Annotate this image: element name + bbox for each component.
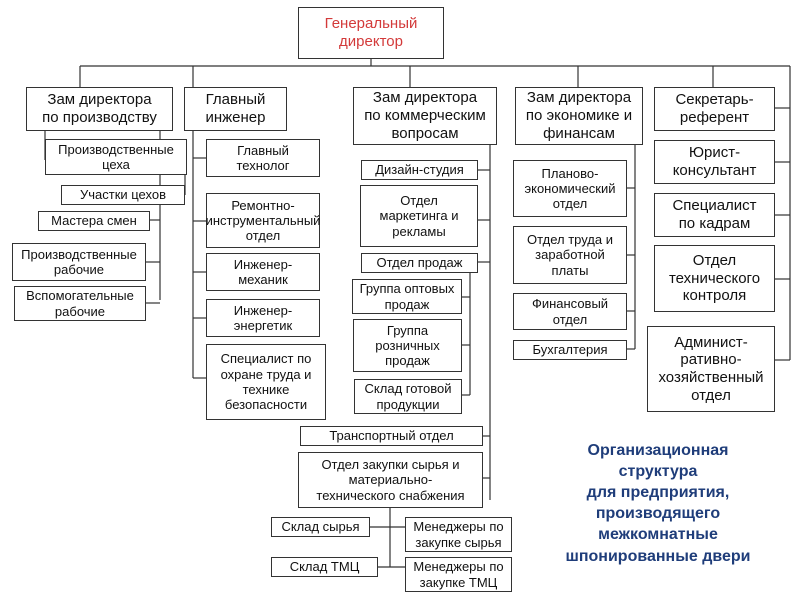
procurement-dept-box: Отдел закупки сырья и материально- техни… — [298, 452, 483, 508]
legal-consultant-box: Юрист- консультант — [654, 140, 775, 184]
power-engineer-box: Инженер- энергетик — [206, 299, 320, 337]
auxiliary-workers-box: Вспомогательные рабочие — [14, 286, 146, 321]
retail-group-box: Группа розничных продаж — [353, 319, 462, 372]
production-workers-box: Производственные рабочие — [12, 243, 146, 281]
labor-wages-dept-box: Отдел труда и заработной платы — [513, 226, 627, 284]
general-director-box: Генеральный директор — [298, 7, 444, 59]
production-shops-box: Производственные цеха — [45, 139, 187, 175]
diagram-caption: Организационная структура для предприяти… — [565, 442, 751, 565]
quality-control-dept-box: Отдел технического контроля — [654, 245, 775, 312]
chief-engineer-box: Главный инженер — [184, 87, 287, 131]
hr-specialist-box: Специалист по кадрам — [654, 193, 775, 237]
tmc-purchase-managers-box: Менеджеры по закупке ТМЦ — [405, 557, 512, 592]
repair-tool-dept-box: Ремонтно- инструментальный отдел — [206, 193, 320, 248]
safety-specialist-box: Специалист по охране труда и технике без… — [206, 344, 326, 420]
mechanical-engineer-box: Инженер- механик — [206, 253, 320, 291]
deputy-production-box: Зам директора по производству — [26, 87, 173, 131]
sales-dept-box: Отдел продаж — [361, 253, 478, 273]
financial-dept-box: Финансовый отдел — [513, 293, 627, 330]
accounting-box: Бухгалтерия — [513, 340, 627, 360]
deputy-finance-box: Зам директора по экономике и финансам — [515, 87, 643, 145]
chief-technologist-box: Главный технолог — [206, 139, 320, 177]
wholesale-group-box: Группа оптовых продаж — [352, 279, 462, 314]
raw-purchase-managers-box: Менеджеры по закупке сырья — [405, 517, 512, 552]
secretary-box: Секретарь- референт — [654, 87, 775, 131]
raw-warehouse-box: Склад сырья — [271, 517, 370, 537]
design-studio-box: Дизайн-студия — [361, 160, 478, 180]
marketing-dept-box: Отдел маркетинга и рекламы — [360, 185, 478, 247]
shift-masters-box: Мастера смен — [38, 211, 150, 231]
shop-sections-box: Участки цехов — [61, 185, 185, 205]
deputy-commercial-box: Зам директора по коммерческим вопросам — [353, 87, 497, 145]
transport-dept-box: Транспортный отдел — [300, 426, 483, 446]
finished-goods-warehouse-box: Склад готовой продукции — [354, 379, 462, 414]
tmc-warehouse-box: Склад ТМЦ — [271, 557, 378, 577]
admin-dept-box: Админист- ративно- хозяйственный отдел — [647, 326, 775, 412]
planning-economic-dept-box: Планово- экономический отдел — [513, 160, 627, 217]
